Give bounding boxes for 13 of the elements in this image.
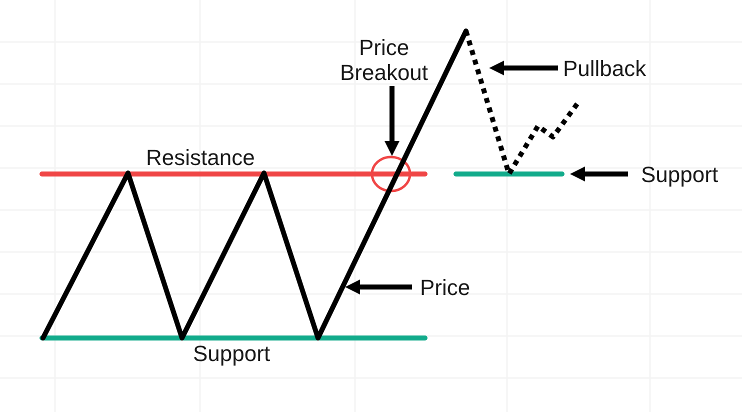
annotation-label: Price Breakout [334,35,434,85]
support-line [454,172,564,176]
line-label: Support [193,341,270,366]
leader-arrow [489,60,558,76]
annotation-label: Pullback [563,56,646,80]
line-label: Resistance [146,145,255,170]
leader-arrow [384,86,400,156]
leader-arrow [570,166,628,182]
annotation-label: Support [641,162,718,186]
price-line [40,28,468,340]
breakout-ring [370,156,412,192]
annotation-label: Price [420,274,470,300]
leader-arrow [345,280,412,294]
